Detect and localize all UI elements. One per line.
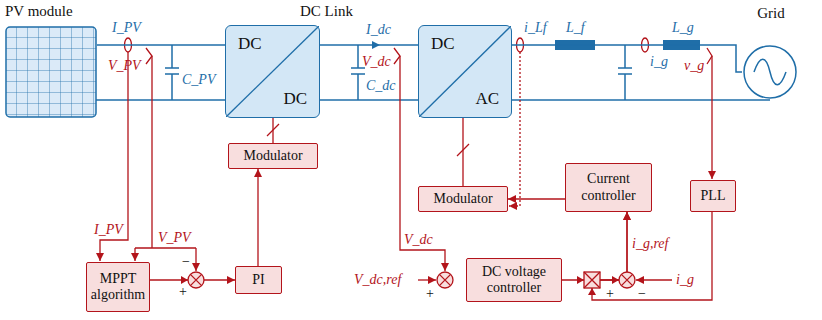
inductor-label: L_f xyxy=(566,20,585,35)
block-label: Modulator xyxy=(232,148,314,164)
multiplier-block xyxy=(584,272,600,288)
capacitor-symbol xyxy=(165,45,179,100)
block-label: PLL xyxy=(694,188,732,204)
power-wire xyxy=(320,44,418,46)
sign-label: + xyxy=(179,284,187,299)
mppt-block: MPPT algorithm xyxy=(86,262,150,312)
block-label: MPPT algorithm xyxy=(90,271,146,303)
signal-label: V_dc xyxy=(404,232,433,247)
panel-frame xyxy=(6,27,96,117)
signal-label: V_PV xyxy=(158,230,191,245)
capacitor-label: C_dc xyxy=(366,78,396,93)
block-label: PI xyxy=(239,272,278,288)
control-signal xyxy=(257,169,258,266)
block-label: Current controller xyxy=(569,171,648,203)
voltage-sensor xyxy=(146,48,152,64)
sum-junction xyxy=(619,272,635,288)
voltage-label: V_PV xyxy=(108,58,141,73)
sum-junction xyxy=(188,272,204,288)
pll-block: PLL xyxy=(690,180,736,212)
voltage-label: V_dc xyxy=(362,54,391,69)
signal-label: I_PV xyxy=(94,222,123,237)
wire-line xyxy=(577,276,584,284)
dc-voltage-controller: DC voltage controller xyxy=(466,258,562,302)
current-label: i_g xyxy=(650,54,668,69)
wire-line xyxy=(181,276,188,284)
capacitor-symbol xyxy=(351,45,365,100)
capacitor-label: C_PV xyxy=(182,72,215,87)
panel-cells xyxy=(6,27,96,117)
dc-ac-converter: DC AC xyxy=(418,25,512,118)
current-label: I_dc xyxy=(366,22,391,37)
grid-title: Grid xyxy=(742,5,800,22)
wire-line xyxy=(439,274,450,285)
control-signal xyxy=(508,198,565,199)
pv-panel xyxy=(5,25,97,120)
signal-line xyxy=(195,248,196,271)
control-signal xyxy=(462,118,463,186)
voltage-sensor xyxy=(707,48,712,64)
diagonal-line xyxy=(226,26,319,117)
signal-line xyxy=(711,56,712,179)
grid-circle xyxy=(744,46,796,98)
converter-port-label: AC xyxy=(475,89,499,109)
reference-label: V_dc,ref xyxy=(354,272,401,287)
voltage-label: v_g xyxy=(684,58,704,73)
wire-line xyxy=(190,274,201,285)
junction-crosses xyxy=(190,272,632,288)
power-wire xyxy=(97,44,225,46)
signal-label: i_g xyxy=(676,272,694,287)
signal-wiring xyxy=(100,38,712,280)
sign-label: − xyxy=(638,286,646,301)
symbol-group xyxy=(188,272,635,288)
pi-controller: PI xyxy=(235,266,282,294)
voltage-sensor xyxy=(394,48,400,64)
converter-port-label: DC xyxy=(431,34,455,54)
reference-line xyxy=(418,279,436,280)
grid-source: Grid xyxy=(742,5,800,100)
module-title: PV module xyxy=(5,3,73,20)
wire-line xyxy=(612,276,619,284)
reference-label: i_g,ref xyxy=(632,236,668,251)
wire-line xyxy=(588,288,596,295)
signal-line xyxy=(134,248,135,261)
sign-label: + xyxy=(606,286,614,301)
diagonal-line xyxy=(419,26,511,117)
modulator-block: Modulator xyxy=(228,143,318,169)
control-signal xyxy=(592,212,712,300)
section-label: DC Link xyxy=(300,4,353,19)
pv-module: PV module xyxy=(5,3,97,120)
panel-body xyxy=(6,27,96,117)
wire-line xyxy=(621,274,632,285)
current-label: I_PV xyxy=(112,20,141,35)
current-controller: Current controller xyxy=(565,163,652,212)
sine-wave xyxy=(754,59,786,85)
converter-port-label: DC xyxy=(238,34,262,54)
sign-label: − xyxy=(182,254,190,269)
control-signal xyxy=(562,212,627,280)
modulator-block: Modulator xyxy=(418,186,508,212)
capacitor-symbol xyxy=(618,45,632,100)
dc-dc-converter: DC DC xyxy=(225,25,320,118)
control-signal xyxy=(272,118,273,143)
converter-port-label: DC xyxy=(283,89,307,109)
block-label: DC voltage controller xyxy=(470,264,558,296)
sign-label: + xyxy=(426,286,434,301)
sum-junction xyxy=(437,272,453,288)
current-label: i_Lf xyxy=(524,20,547,35)
block-label: Modulator xyxy=(422,191,504,207)
signal-line xyxy=(636,279,672,280)
power-wire xyxy=(512,45,742,72)
wire-line xyxy=(584,272,600,288)
inductor-label: L_g xyxy=(672,20,694,35)
